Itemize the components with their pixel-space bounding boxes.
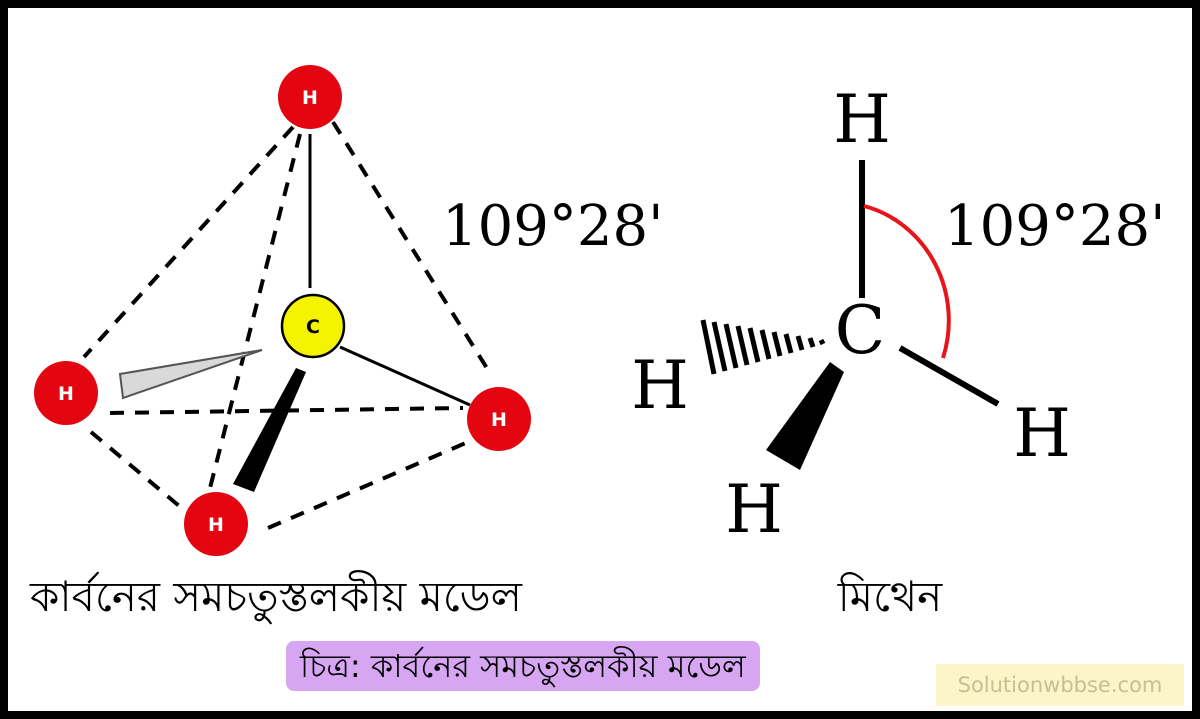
atom-label: H	[302, 87, 318, 109]
hydrogen-atom-top: H	[278, 65, 342, 129]
atom-c: C	[835, 292, 886, 369]
edge-left-bottom	[89, 430, 186, 512]
hydrogen-atom-right: H	[467, 387, 531, 451]
hashed-wedge	[700, 319, 826, 375]
atom-h-left: H	[631, 347, 689, 424]
back-wedge	[118, 349, 263, 400]
atom-label: H	[58, 383, 74, 405]
hydrogen-atom-left: H	[34, 361, 98, 425]
hydrogen-atom-bottom: H	[184, 492, 248, 556]
bond-c-h-right	[339, 345, 471, 407]
atom-h-bottom: H	[725, 471, 783, 548]
bond-angle-label-right: 109°28'	[944, 194, 1166, 259]
atom-label: C	[306, 316, 320, 338]
methane-structure: H C H H H 109°28'	[631, 81, 1165, 548]
watermark: Solutionwbbse.com	[936, 664, 1184, 706]
methane-caption: মিথেন	[837, 572, 943, 621]
atom-label: H	[208, 514, 224, 536]
carbon-atom: C	[280, 293, 346, 359]
solid-wedge	[766, 362, 844, 470]
atom-h-top: H	[833, 81, 891, 158]
figure-label: চিত্র: কার্বনের সমচতুস্তলকীয় মডেল	[286, 641, 760, 691]
bond-c-h-right-line	[898, 345, 1000, 407]
edge-top-bottom	[207, 133, 302, 493]
edge-top-left	[82, 125, 295, 359]
tetrahedral-model: H C H H H 109°28'	[34, 65, 664, 556]
bond-angle-label-left: 109°28'	[442, 194, 664, 259]
edge-bottom-right	[267, 440, 469, 530]
bond-angle-arc	[863, 204, 951, 359]
atom-label: H	[491, 409, 507, 431]
atom-h-right: H	[1013, 395, 1071, 472]
front-wedge	[233, 368, 306, 492]
tetrahedral-model-caption: কার্বনের সমচতুস্তলকীয় মডেল	[30, 572, 522, 621]
